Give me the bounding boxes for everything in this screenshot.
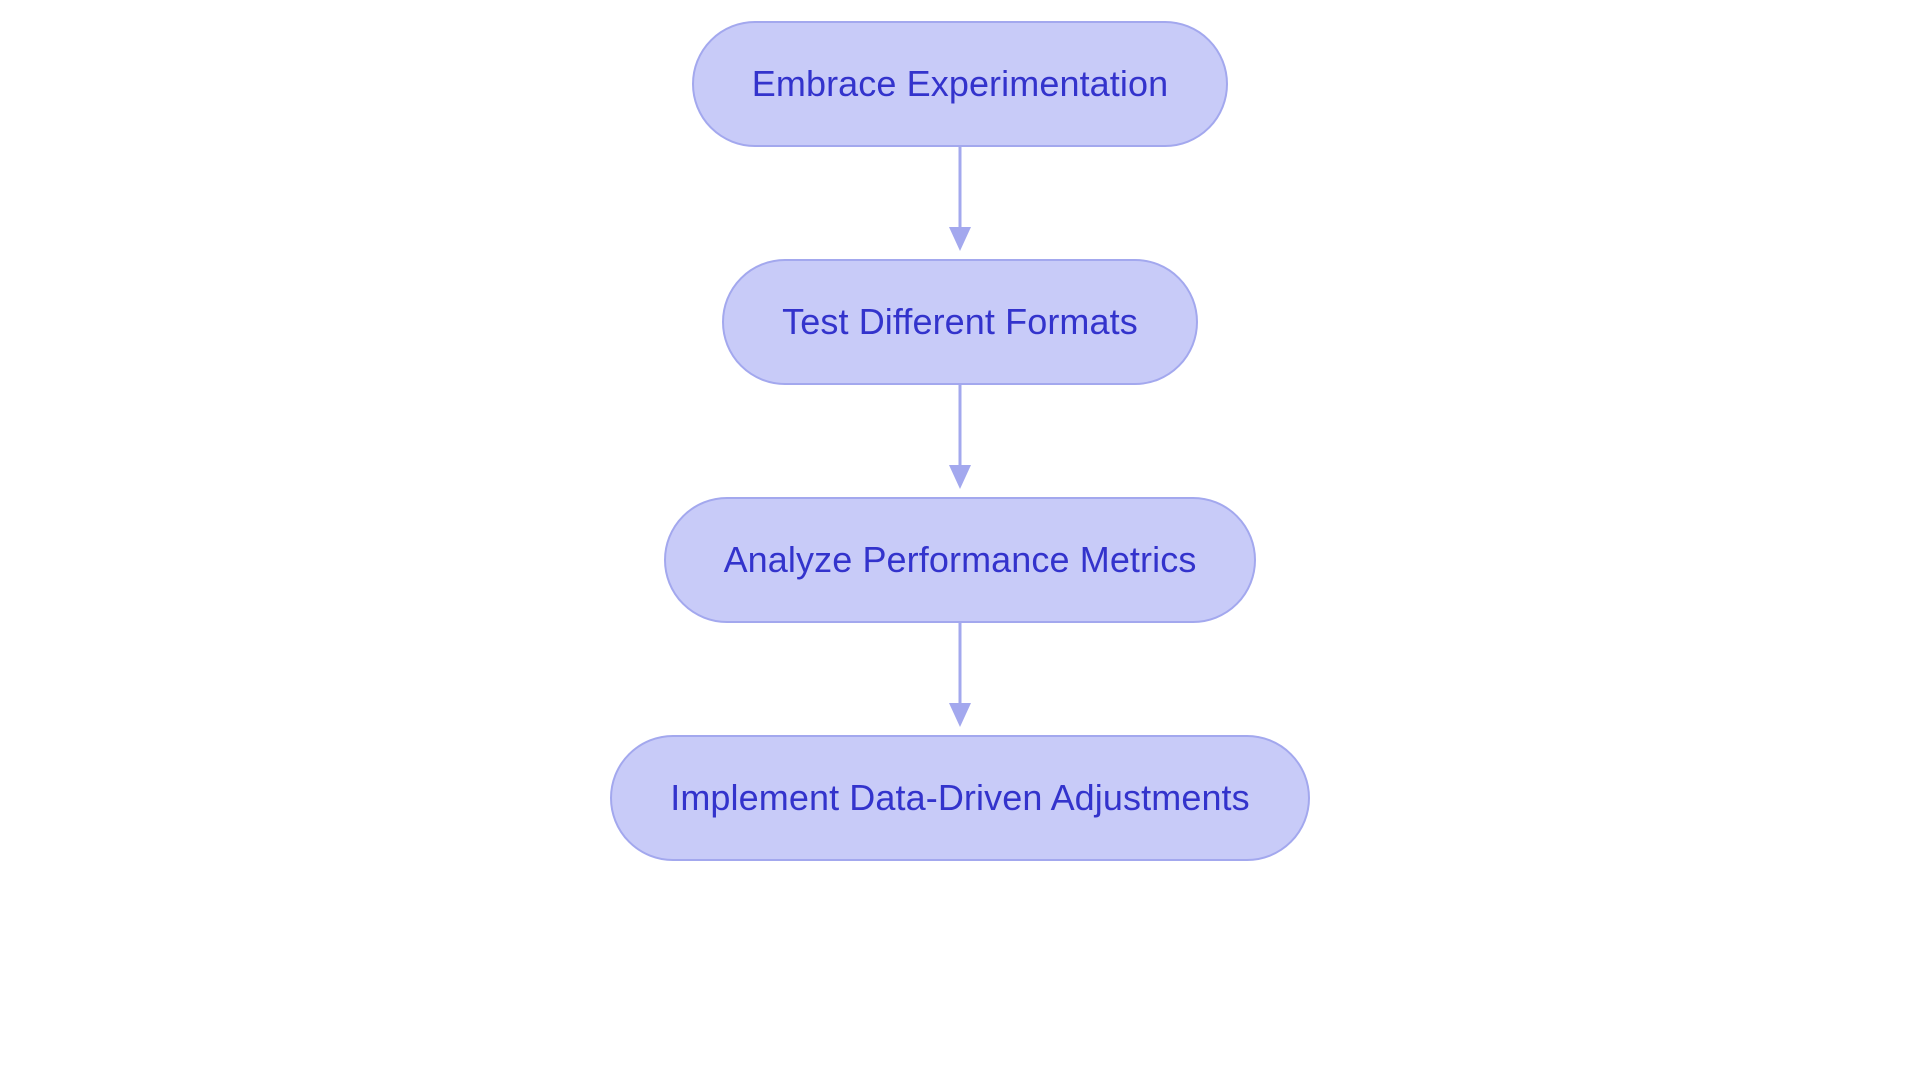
arrowhead-down-icon [949,227,971,251]
flow-node-analyze-performance-metrics[interactable]: Analyze Performance Metrics [663,497,1257,623]
flow-edge-2 [945,385,975,497]
flow-node-embrace-experimentation[interactable]: Embrace Experimentation [691,21,1229,147]
flow-edge-1 [945,147,975,259]
arrowhead-down-icon [949,703,971,727]
flow-node-label: Analyze Performance Metrics [723,539,1197,580]
arrowhead-down-icon [949,465,971,489]
flow-edge-3 [945,623,975,735]
flow-node-label: Embrace Experimentation [751,63,1169,104]
flow-node-label: Implement Data-Driven Adjustments [670,777,1250,818]
flow-node-test-different-formats[interactable]: Test Different Formats [722,259,1198,385]
flow-node-implement-data-driven-adjustments[interactable]: Implement Data-Driven Adjustments [610,735,1310,861]
flow-node-label: Test Different Formats [782,301,1138,342]
